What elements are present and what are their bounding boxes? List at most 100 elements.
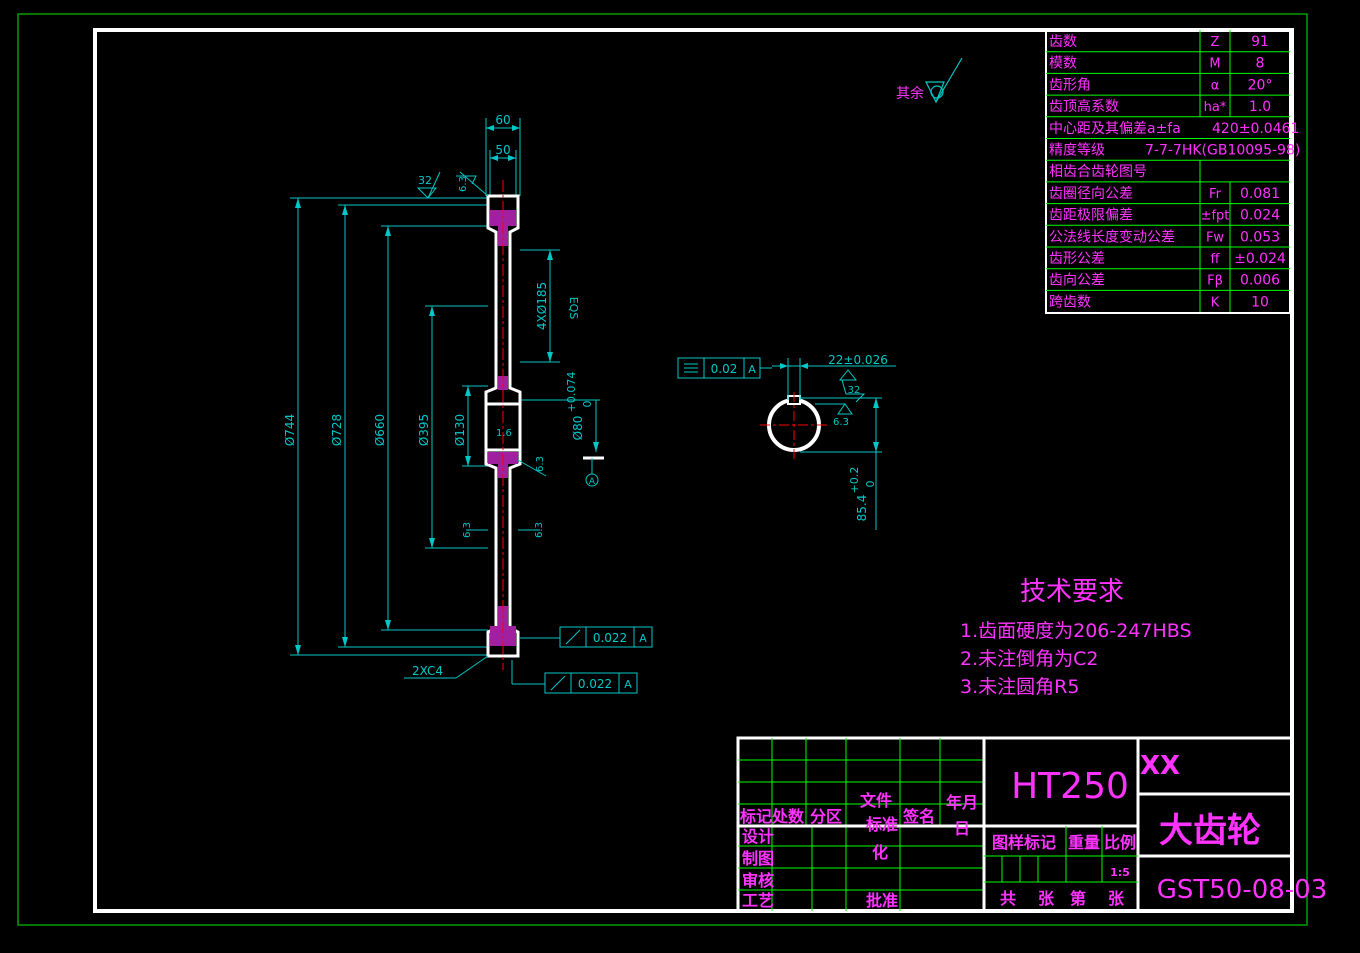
tb-sheet: 张: [1038, 889, 1055, 908]
tb-company: XX: [1140, 751, 1180, 781]
gear-table-symbol: ±fpt: [1201, 209, 1230, 224]
gear-table-label: 齿圈径向公差: [1049, 186, 1133, 202]
gear-table-value: 0.081: [1240, 186, 1280, 202]
gear-table-symbol: ff: [1211, 252, 1221, 267]
tolerance-frame-runout-2: 0.022 A: [544, 672, 638, 694]
dim-bore-tol-lower: 0: [581, 401, 594, 408]
gear-table-value: 91: [1251, 34, 1269, 50]
gear-table-label: 齿距极限偏差: [1049, 208, 1133, 224]
tech-requirement-item: 2.未注倒角为C2: [960, 648, 1098, 670]
keyway-rough-63: 6.3: [833, 417, 849, 428]
gear-table-value: 0.024: [1240, 208, 1280, 224]
keyway-depth: 85.4: [855, 495, 869, 522]
tech-requirements-title: 技术要求: [1020, 577, 1124, 607]
gear-table-label: 公法线长度变动公差: [1049, 229, 1175, 245]
dim-chamfer: 2XC4: [412, 664, 443, 678]
tech-requirements: 技术要求 1.齿面硬度为206-247HBS 2.未注倒角为C2 3.未注圆角R…: [960, 577, 1192, 698]
tolerance-frame-flatness: 0.02 A: [677, 357, 772, 379]
dim-eqs: EQS: [567, 297, 580, 320]
datum-label: A: [589, 477, 596, 487]
tech-requirement-item: 1.齿面硬度为206-247HBS: [960, 620, 1192, 642]
tb-header: 文件: [860, 791, 892, 810]
rough-32-top: 32: [418, 174, 432, 187]
rough-63-left: 6.3: [462, 522, 473, 538]
gear-table-label: 跨齿数: [1049, 294, 1091, 310]
gear-table-value: ±0.024: [1234, 251, 1286, 267]
tb-sheet: 张: [1108, 889, 1125, 908]
keyway-view: 22±0.026 32 6.3 85.4 +0.2 0: [760, 353, 896, 530]
gear-table-symbol: Fw: [1206, 230, 1224, 245]
dim-d395: Ø395: [417, 414, 431, 446]
rough-16: 1.6: [496, 428, 512, 439]
tb-row-label: 制图: [742, 849, 774, 868]
tb-sheet: 共: [1000, 889, 1016, 908]
tb-field: 重量: [1068, 833, 1100, 852]
tb-row-label: 工艺: [742, 891, 774, 910]
keyway-rough-32: 32: [848, 385, 861, 396]
gear-parameter-table: 齿数 Z 91 模数 M 8 齿形角 α 20° 齿顶高系数 ha* 1.0 中心距及其偏差a±fa 42…: [1045, 29, 1300, 314]
tb-drawing-no: GST50-08-03: [1157, 875, 1328, 905]
gear-table-label: 齿形公差: [1049, 251, 1105, 267]
tol-frame-2-datum: A: [639, 632, 647, 645]
dim-d744: Ø744: [283, 414, 297, 446]
gear-table-symbol: M: [1209, 57, 1220, 72]
tol-frame-2-value: 0.022: [593, 631, 627, 645]
tb-field: 图样标记: [992, 833, 1056, 852]
tolerance-frame-runout-1: 0.022 A: [559, 626, 653, 648]
tol-frame-3-datum: A: [624, 678, 632, 691]
dim-holes: 4XØ185: [535, 282, 549, 330]
rough-63-hub: 6.3: [535, 456, 546, 472]
gear-table-value: 1.0: [1249, 99, 1271, 115]
tb-part-name: 大齿轮: [1159, 811, 1261, 851]
gear-table-value: 0.053: [1240, 229, 1280, 245]
rough-63-top: 6.3: [458, 176, 469, 192]
tb-header: 签名: [902, 807, 935, 826]
gear-table-symbol: Fr: [1209, 187, 1222, 202]
gear-table-value: 420±0.0461: [1212, 121, 1299, 137]
gear-table-label: 齿形角: [1049, 77, 1091, 93]
gear-table-symbol: Fβ: [1207, 274, 1223, 289]
gear-table-label: 相齿合齿轮图号: [1049, 164, 1147, 180]
tb-header: 年月: [946, 793, 978, 812]
tb-approve: 批准: [866, 891, 898, 910]
gear-table-label: 精度等级: [1049, 142, 1105, 159]
tb-header: 标准: [865, 815, 898, 834]
tb-sheet: 第: [1070, 889, 1086, 908]
keyway-width: 22±0.026: [828, 353, 888, 367]
roughness-note: 其余: [896, 57, 963, 104]
gear-table-label: 齿向公差: [1049, 273, 1105, 289]
tb-header: 处数: [771, 807, 805, 826]
gear-table-label: 齿顶高系数: [1049, 98, 1119, 115]
gear-section-view: Ø744 Ø728 Ø660 Ø395 Ø130 4XØ185 EQS Ø80 …: [283, 113, 604, 685]
gear-table-symbol: Z: [1211, 35, 1220, 50]
drawing-frame: [93, 28, 1294, 913]
gear-table-label: 模数: [1049, 56, 1077, 72]
gear-table-symbol: K: [1211, 295, 1220, 310]
tech-requirement-item: 3.未注圆角R5: [960, 676, 1079, 698]
gear-table-symbol: α: [1211, 78, 1220, 93]
dim-width-50: 50: [495, 143, 510, 157]
dim-d728: Ø728: [330, 414, 344, 446]
gear-table-label: 齿数: [1049, 34, 1077, 50]
gear-table-value: 10: [1251, 294, 1269, 310]
tb-header: 标记: [739, 807, 772, 826]
tb-material: HT250: [1011, 766, 1129, 807]
gear-table-value: 0.006: [1240, 273, 1280, 289]
title-block: 标记 处数 分区 文件 标准 化 签名 年月 日 设计 制图 审核 工艺 批准 …: [736, 736, 1328, 913]
gear-table-value: 8: [1256, 56, 1265, 72]
tol-frame-1-value: 0.02: [711, 362, 738, 376]
tol-frame-1-datum: A: [748, 363, 756, 376]
tb-header: 化: [872, 843, 888, 862]
tb-scale: 1:5: [1110, 866, 1130, 879]
rough-63-right: 6.3: [534, 522, 545, 538]
gear-table-symbol: ha*: [1204, 100, 1227, 115]
tb-header: 日: [954, 819, 970, 838]
roughness-note-label: 其余: [896, 85, 924, 102]
keyway-depth-tol-upper: +0.2: [848, 467, 861, 494]
gear-table-label: 中心距及其偏差a±fa: [1049, 121, 1181, 137]
gear-table-value: 20°: [1248, 77, 1273, 93]
tb-field: 比例: [1104, 833, 1136, 852]
dim-d130: Ø130: [453, 414, 467, 446]
keyway-depth-tol-lower: 0: [864, 481, 877, 488]
